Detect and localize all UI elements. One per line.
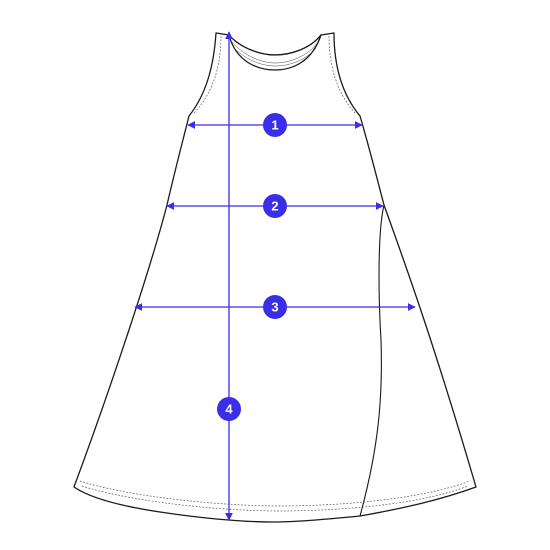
hem-stitch-2 [81,485,469,512]
measure-badge-2-label: 2 [271,199,278,214]
measure-badge-4: 4 [217,397,241,421]
measure-badge-3-label: 3 [271,300,278,315]
measure-badge-4-label: 4 [225,402,233,417]
measure-badge-3: 3 [263,295,287,319]
dress-body [73,32,477,523]
dress-outline [73,32,477,523]
measurement-badges: 1 2 3 4 [217,113,287,421]
hem-stitch-1 [79,480,471,507]
left-armhole-stitch [193,35,222,114]
measure-badge-1-label: 1 [271,118,278,133]
measure-badge-2: 2 [263,194,287,218]
right-armhole-stitch [328,35,356,114]
measure-badge-1: 1 [263,113,287,137]
neck-rib-line-2 [233,47,317,67]
neck-rib-line-1 [231,41,319,64]
wrap-panel-seam [359,204,385,517]
